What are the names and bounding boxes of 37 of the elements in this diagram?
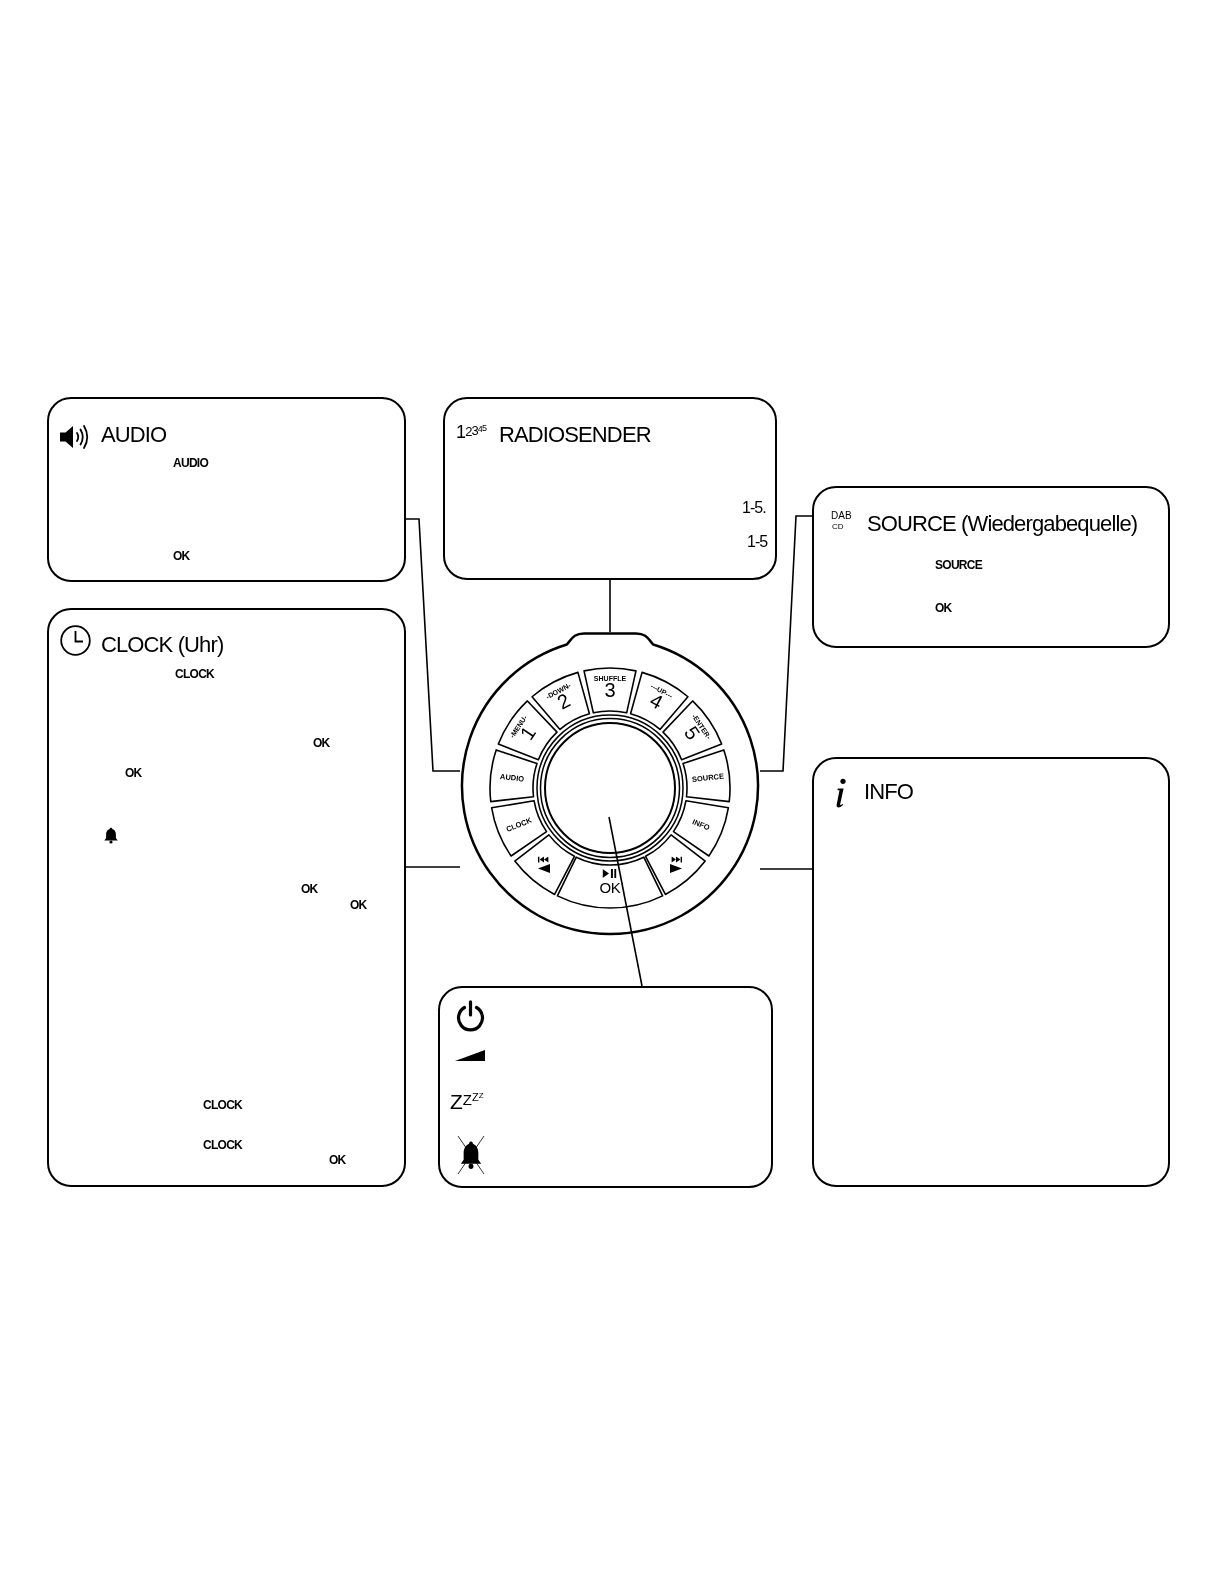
- callout-panel: [47, 397, 406, 582]
- leader-line: [609, 579, 611, 633]
- key-name-label: SOURCE: [935, 559, 983, 571]
- key-name-label: OK: [173, 550, 190, 562]
- panel-heading: RADIOSENDER: [499, 424, 651, 446]
- leader-line: [608, 816, 643, 987]
- callout-panel: [812, 486, 1170, 648]
- center-knob: [544, 722, 676, 854]
- key-name-label: OK: [313, 737, 330, 749]
- key-name-label: OK: [329, 1154, 346, 1166]
- range-label: 1-5: [747, 534, 768, 550]
- callout-panel: [438, 986, 773, 1188]
- key-name-label: AUDIO: [173, 457, 209, 469]
- callout-panel: [47, 608, 406, 1187]
- panel-heading: CLOCK (Uhr): [101, 634, 224, 656]
- source-type-label: DAB: [831, 511, 852, 521]
- key-name-label: OK: [125, 767, 142, 779]
- source-type-label: CD: [832, 523, 844, 531]
- key-name-label: OK: [301, 883, 318, 895]
- key-name-label: OK: [350, 899, 367, 911]
- key-name-label: CLOCK: [175, 668, 215, 680]
- panel-heading: SOURCE (Wiedergabequelle): [867, 513, 1138, 535]
- leader-line: [405, 866, 461, 868]
- key-number: 3: [604, 681, 616, 698]
- key-name-label: CLOCK: [203, 1139, 243, 1151]
- range-label: 1-5.: [742, 500, 766, 516]
- key-name-label: OK: [599, 880, 621, 895]
- panel-heading: INFO: [864, 781, 914, 803]
- key-name-label: CLOCK: [203, 1099, 243, 1111]
- leader-line: [759, 515, 813, 772]
- control-dial: [460, 632, 760, 937]
- callout-panel: [812, 757, 1170, 1187]
- callout-panel: [443, 397, 777, 580]
- leader-line: [405, 518, 461, 772]
- key-name-label: OK: [935, 602, 952, 614]
- panel-heading: AUDIO: [101, 424, 167, 446]
- leader-line: [759, 868, 813, 870]
